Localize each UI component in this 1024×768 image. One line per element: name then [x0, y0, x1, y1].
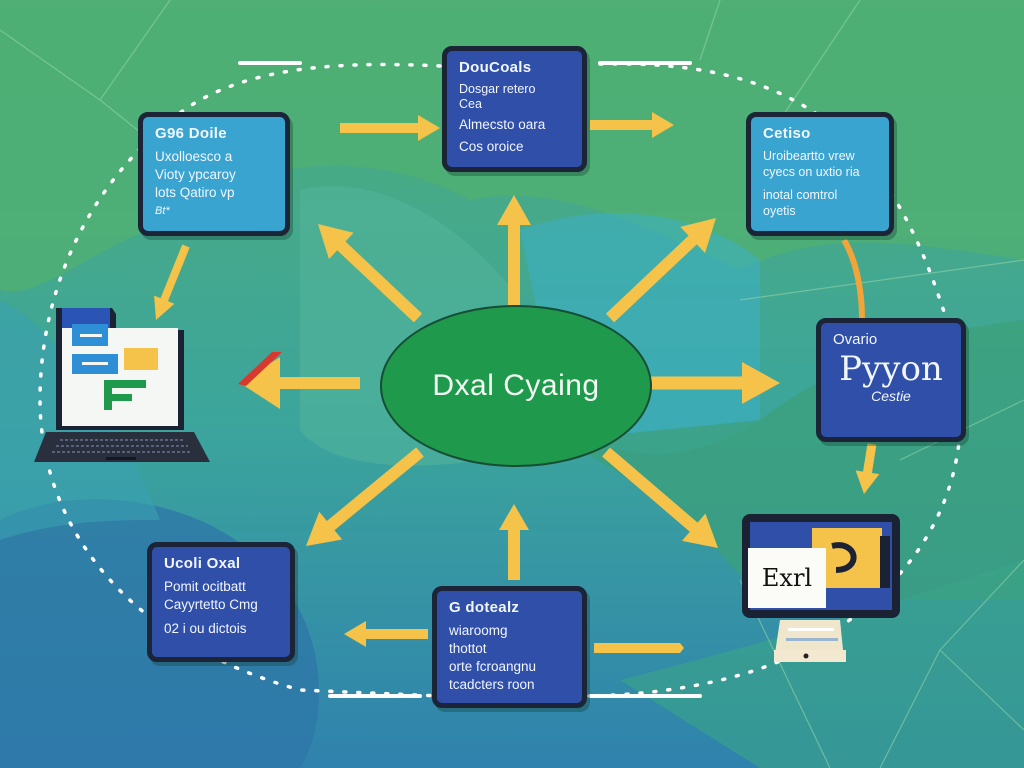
- node-line: inotal comtrol: [763, 188, 838, 202]
- node-line: Pomit ocitbatt: [164, 579, 246, 594]
- node-line: tcadcters roon: [449, 677, 535, 692]
- node-title: Ovario: [833, 331, 878, 348]
- node-line: Almecsto oara: [459, 117, 546, 132]
- node-line: oyetis: [763, 204, 796, 218]
- node-title: G dotealz: [449, 599, 520, 616]
- node-title: Ucoli Oxal: [164, 555, 241, 572]
- center-hub[interactable]: Dxal Cyaing: [380, 305, 652, 467]
- node-line: Vioty ypcaroy: [155, 167, 236, 182]
- node-line: Uxolloesco a: [155, 149, 233, 164]
- hub-label: Dxal Cyaing: [432, 369, 600, 402]
- node-line: wiaroomg: [449, 623, 508, 638]
- node-title: Cetiso: [763, 125, 811, 142]
- laptop-icon[interactable]: [32, 302, 218, 472]
- node-line: lots Qatiro vp: [155, 185, 235, 200]
- node-title: DouCoals: [459, 59, 532, 76]
- node-line: Bt*: [155, 205, 170, 217]
- f-glyph: [104, 380, 146, 410]
- node-top[interactable]: DouCoals Dosgar retero Cea Almecsto oara…: [442, 46, 587, 172]
- node-sub-label: Cestie: [871, 388, 911, 404]
- node-line: thottot: [449, 641, 487, 656]
- node-line: Cayyrtetto Cmg: [164, 597, 258, 612]
- excel-label: Exrl: [748, 548, 826, 608]
- keyboard: [52, 439, 192, 453]
- node-top-right[interactable]: Cetiso Uroibeartto vrew cyecs on uxtio r…: [746, 112, 894, 236]
- node-line: cyecs on uxtio ria: [763, 165, 860, 179]
- node-line: 02 i ou dictois: [164, 621, 247, 636]
- node-right-python[interactable]: Ovario Pyyon Cestie: [816, 318, 966, 442]
- node-line: Dosgar retero: [459, 82, 536, 96]
- node-title: G96 Doile: [155, 125, 227, 142]
- node-line: Uroibeartto vrew: [763, 149, 855, 163]
- node-bottom[interactable]: G dotealz wiaroomg thottot orte fcroangn…: [432, 586, 587, 708]
- node-big-label: Pyyon: [839, 349, 943, 389]
- node-top-left[interactable]: G96 Doile Uxolloesco a Vioty ypcaroy lot…: [138, 112, 290, 236]
- node-line: Cos oroice: [459, 139, 524, 154]
- node-line: orte fcroangnu: [449, 659, 537, 674]
- node-bottom-left[interactable]: Ucoli Oxal Pomit ocitbatt Cayyrtetto Cmg…: [147, 542, 295, 662]
- node-line: Cea: [459, 97, 482, 111]
